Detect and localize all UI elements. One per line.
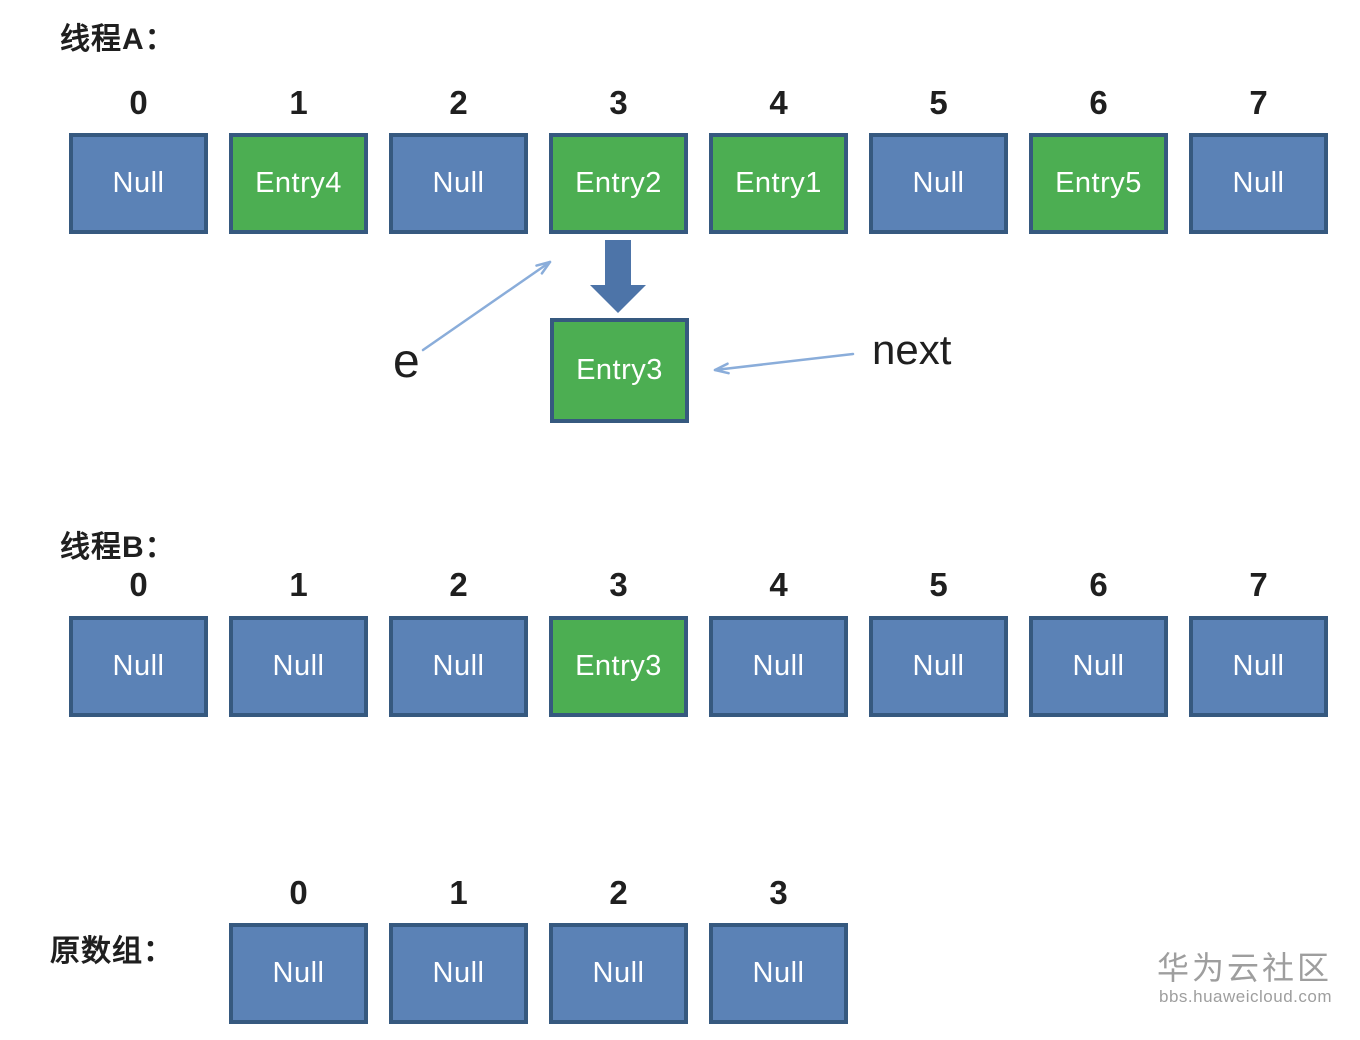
array-index-label: 3	[769, 874, 788, 911]
array-cell: Entry3	[550, 318, 689, 423]
down-arrow-icon	[590, 240, 646, 313]
array-cell: Entry4	[229, 133, 368, 234]
array-index-label: 5	[929, 566, 948, 603]
original-array-row: Null Null Null Null	[229, 923, 848, 1024]
watermark-site-name: 华为云社区	[1156, 950, 1332, 986]
array-index-label: 4	[769, 84, 788, 121]
array-index-label: 0	[129, 566, 148, 603]
array-index-label: 1	[449, 874, 468, 911]
array-index-label: 7	[1249, 84, 1268, 121]
thread-a-index-row: 0 1 2 3 4 5 6 7	[69, 84, 1328, 122]
array-index-label: 0	[129, 84, 148, 121]
array-cell: Entry3	[549, 616, 688, 717]
array-index-label: 5	[929, 84, 948, 121]
array-index-label: 1	[289, 566, 308, 603]
array-cell: Null	[709, 616, 848, 717]
array-index-label: 4	[769, 566, 788, 603]
array-index-label: 2	[449, 566, 468, 603]
array-cell: Null	[229, 616, 368, 717]
thread-b-array-row: Null Null Null Entry3 Null Null Null Nul…	[69, 616, 1328, 717]
array-cell: Null	[1189, 133, 1328, 234]
array-cell: Null	[229, 923, 368, 1024]
array-cell: Null	[389, 616, 528, 717]
array-index-label: 7	[1249, 566, 1268, 603]
array-cell: Null	[869, 133, 1008, 234]
array-cell: Null	[1029, 616, 1168, 717]
array-index-label: 1	[289, 84, 308, 121]
thread-b-index-row: 0 1 2 3 4 5 6 7	[69, 566, 1328, 604]
array-cell: Entry2	[549, 133, 688, 234]
array-index-label: 3	[609, 566, 628, 603]
original-array-label: 原数组：	[50, 935, 174, 968]
array-cell: Null	[69, 133, 208, 234]
array-cell: Null	[69, 616, 208, 717]
array-cell: Null	[869, 616, 1008, 717]
next-pointer-arrow-icon	[713, 352, 855, 375]
e-pointer-label: e	[393, 335, 420, 388]
array-cell: Null	[1189, 616, 1328, 717]
original-array-index-row: 0 1 2 3	[229, 874, 848, 912]
array-cell: Null	[389, 133, 528, 234]
array-index-label: 6	[1089, 84, 1108, 121]
watermark-site-url: bbs.huaweicloud.com	[1159, 986, 1332, 1006]
detached-entry-box: Entry3	[550, 318, 689, 423]
array-index-label: 0	[289, 874, 308, 911]
thread-b-title: 线程B：	[60, 531, 176, 564]
array-index-label: 2	[609, 874, 628, 911]
array-cell: Null	[709, 923, 848, 1024]
e-pointer-arrow-icon	[421, 260, 552, 352]
array-index-label: 2	[449, 84, 468, 121]
thread-a-array-row: Null Entry4 Null Entry2 Entry1 Null Entr…	[69, 133, 1328, 234]
array-cell: Null	[549, 923, 688, 1024]
array-cell: Entry1	[709, 133, 848, 234]
thread-a-title: 线程A：	[60, 23, 176, 56]
next-pointer-label: next	[872, 326, 952, 373]
array-index-label: 6	[1089, 566, 1108, 603]
array-index-label: 3	[609, 84, 628, 121]
array-cell: Entry5	[1029, 133, 1168, 234]
watermark: 华为云社区 bbs.huaweicloud.com	[1157, 950, 1332, 1006]
array-cell: Null	[389, 923, 528, 1024]
